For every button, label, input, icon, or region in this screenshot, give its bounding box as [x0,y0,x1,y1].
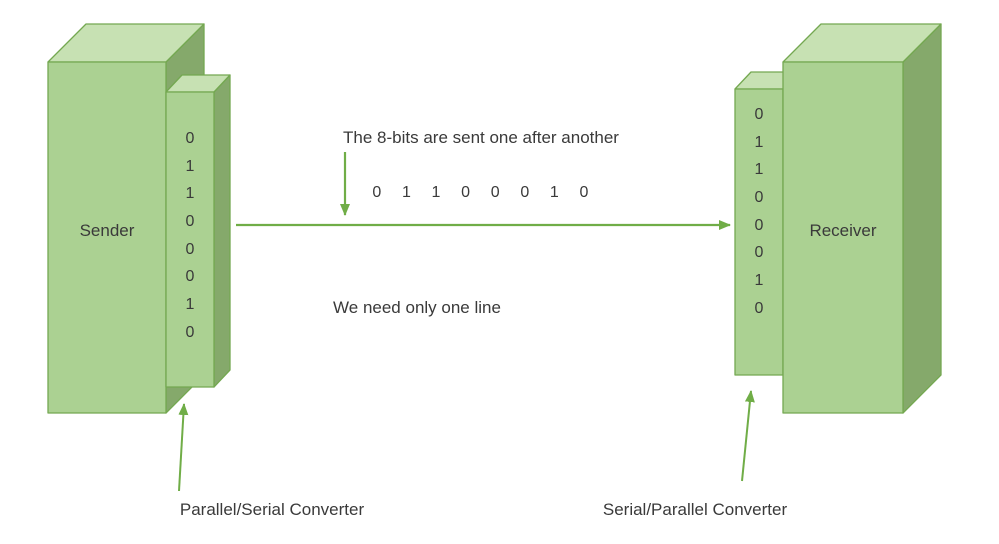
bit-value: 0 [754,244,764,262]
receiver-box-front-face [782,61,904,414]
bit-value: 1 [185,157,195,175]
parallel-serial-pointer-arrow [178,403,189,492]
bit-value: 0 [185,240,195,258]
bit-value: 0 [185,268,195,286]
bit-value: 0 [754,106,764,123]
bit-value: 1 [549,184,559,201]
bit-value: 0 [490,184,500,201]
bit-value: 1 [401,184,411,201]
bit-value: 0 [185,130,195,147]
receiver-converter-front-face [734,88,784,376]
sender-converter-box-3d [165,74,231,388]
sender-box-front-face [47,61,167,414]
bit-value: 1 [431,184,441,201]
receiver-label: Receiver [809,221,877,240]
serial-note-text: The 8-bits are sent one after another [343,128,619,147]
serial-parallel-pointer-arrow [741,390,755,482]
bit-value: 0 [579,184,589,201]
line-note-text: We need only one line [333,298,501,317]
bit-value: 1 [754,272,764,290]
bit-value: 0 [754,299,764,317]
bit-value: 0 [185,323,195,341]
sender-converter-side-face [213,74,231,388]
bit-value: 0 [185,213,195,231]
bit-value: 1 [185,296,195,314]
bit-value: 0 [520,184,530,201]
parallel-serial-converter-label: Parallel/Serial Converter [179,500,365,519]
bit-value: 0 [461,184,471,201]
bit-value: 0 [754,189,764,207]
serial-parallel-converter-label: Serial/Parallel Converter [602,500,788,519]
receiver-box-side-face [902,23,942,414]
sender-converter-front-face [165,91,215,388]
sender-converter-bits: 0 1 1 0 0 0 1 0 [166,125,214,347]
sender-label: Sender [79,221,135,240]
bit-value: 0 [754,216,764,234]
bit-value: 1 [754,161,764,179]
receiver-converter-bits: 0 1 1 0 0 0 1 0 [735,101,783,323]
bit-value: 0 [372,184,382,201]
bit-value: 1 [185,185,195,203]
serial-bits-row: 0 1 1 0 0 0 1 0 [362,180,599,206]
bit-value: 1 [754,133,764,151]
receiver-box-3d [782,23,942,414]
